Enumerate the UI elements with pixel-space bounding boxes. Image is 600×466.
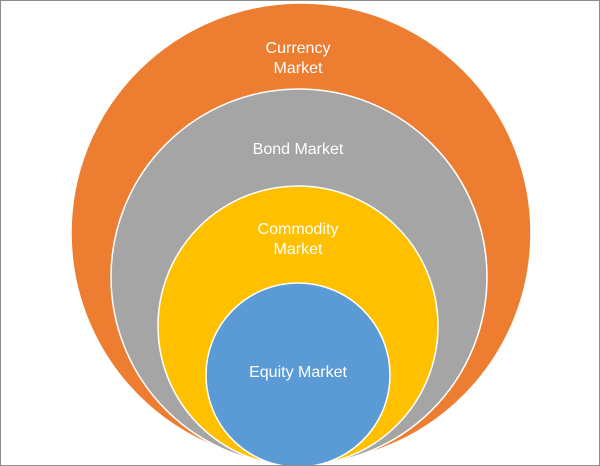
currency-market-label: Currency Market (265, 40, 331, 77)
equity-market-label: Equity Market (249, 364, 347, 381)
bond-market-label: Bond Market (252, 141, 344, 158)
equity-market-circle (205, 282, 391, 465)
commodity-market-label: Commodity Market (257, 221, 339, 258)
